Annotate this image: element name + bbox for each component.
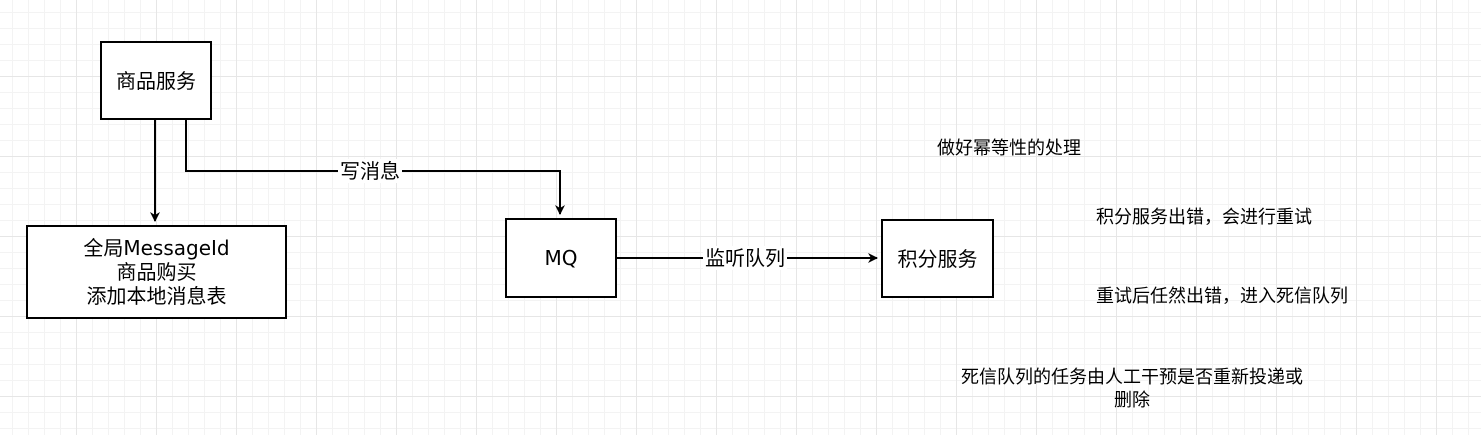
- product-service-label: 商品服务: [116, 68, 196, 93]
- local-message-line-2: 商品购买: [116, 260, 197, 284]
- points-service-label: 积分服务: [897, 246, 978, 271]
- local-message-line-3: 添加本地消息表: [86, 284, 227, 308]
- note-manual-line-1: 死信队列的任务由人工干预是否重新投递或: [961, 367, 1303, 388]
- note-retry: 积分服务出错，会进行重试: [1096, 207, 1312, 228]
- mq-label: MQ: [544, 246, 578, 270]
- local-message-line-1: 全局MessageId: [83, 236, 230, 260]
- local-message-node[interactable]: 全局MessageId 商品购买 添加本地消息表: [26, 225, 287, 319]
- note-manual-line-2: 删除: [1114, 390, 1150, 411]
- write-message-label: 写消息: [338, 159, 402, 183]
- note-dead-letter: 重试后任然出错，进入死信队列: [1096, 286, 1348, 307]
- listen-queue-label: 监听队列: [703, 246, 787, 270]
- mq-node[interactable]: MQ: [505, 218, 617, 298]
- product-service-node[interactable]: 商品服务: [100, 41, 212, 120]
- points-service-node[interactable]: 积分服务: [881, 219, 994, 298]
- note-manual-intervention: 死信队列的任务由人工干预是否重新投递或 删除: [923, 366, 1341, 412]
- note-idempotent: 做好幂等性的处理: [937, 138, 1081, 159]
